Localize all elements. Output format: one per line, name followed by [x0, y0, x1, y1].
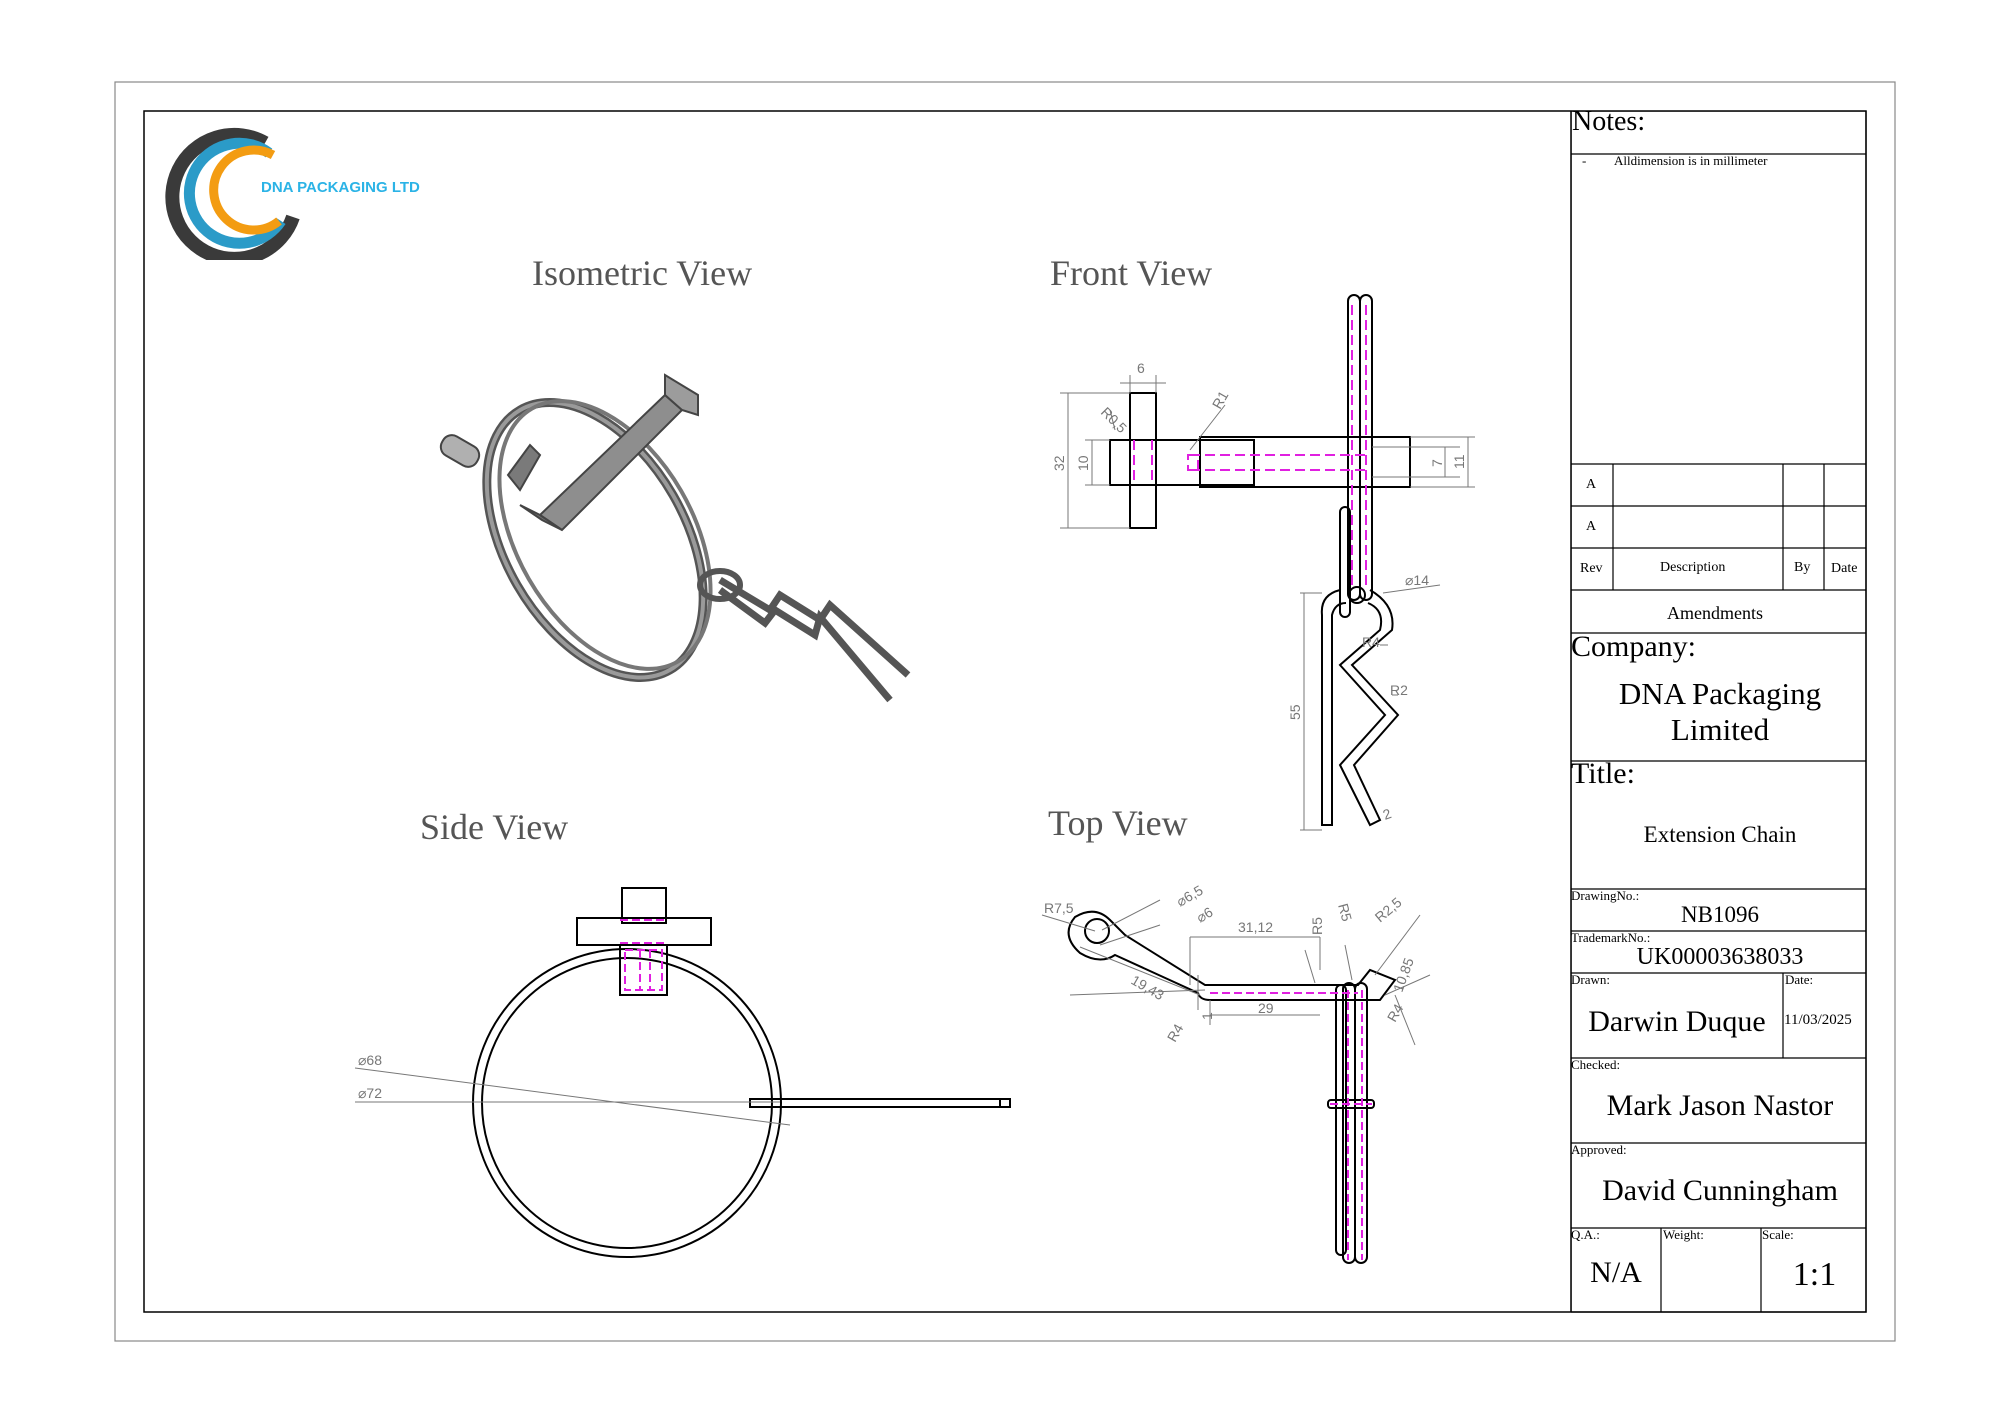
revision-row-1-rev: A	[1586, 477, 1597, 492]
notes-heading: Notes:	[1572, 106, 1646, 137]
date-value: 11/03/2025	[1784, 1012, 1852, 1028]
dim-front-r4: R4	[1362, 634, 1380, 650]
dim-top-1: 1	[1199, 1012, 1215, 1020]
drawing-no-label: DrawingNo.:	[1571, 888, 1640, 903]
company-label: Company:	[1571, 630, 1696, 663]
dim-top-r5b: R5	[1335, 902, 1355, 924]
qa-value: N/A	[1590, 1256, 1642, 1289]
dim-front-7: 7	[1429, 459, 1445, 467]
title-label: Title:	[1571, 757, 1635, 790]
front-view-drawing: 6 R0,5 R1 32 10 7 11 ⌀14 R4 R2 55 2	[1051, 294, 1475, 831]
dim-front-r1: R1	[1209, 388, 1232, 412]
dim-top-r5a: R5	[1309, 917, 1325, 935]
company-name-line1: DNA Packaging	[1618, 676, 1822, 711]
drawing-title: Extension Chain	[1643, 822, 1797, 847]
dim-front-6: 6	[1137, 360, 1145, 376]
title-block-grid	[1571, 111, 1867, 1313]
dim-top-1085: 10,85	[1390, 955, 1417, 994]
approved-label: Approved:	[1571, 1142, 1627, 1157]
trademark-no-value: UK00003638033	[1636, 944, 1804, 970]
top-view-title: Top View	[1048, 803, 1188, 843]
dim-top-r75: R7,5	[1044, 900, 1074, 916]
logo-text: DNA PACKAGING LTD	[261, 179, 420, 196]
revision-header-date: Date	[1831, 561, 1858, 576]
weight-label: Weight:	[1663, 1227, 1704, 1242]
dim-front-2: 2	[1381, 805, 1394, 823]
isometric-view-title: Isometric View	[532, 253, 753, 293]
dim-side-d72: ⌀72	[358, 1085, 382, 1101]
dim-top-29: 29	[1258, 1000, 1274, 1016]
dim-top-d6: ⌀6	[1194, 904, 1216, 926]
dim-front-32: 32	[1051, 455, 1067, 471]
dim-front-d14: ⌀14	[1405, 572, 1429, 588]
dim-top-d65: ⌀6,5	[1174, 882, 1206, 910]
dim-front-55: 55	[1287, 704, 1303, 720]
checked-label: Checked:	[1571, 1057, 1621, 1072]
dim-side-d68: ⌀68	[358, 1052, 382, 1068]
dim-front-r05: R0,5	[1098, 404, 1130, 436]
dim-top-r25: R2,5	[1372, 894, 1405, 925]
amendments-caption: Amendments	[1667, 603, 1763, 623]
notes-item-units: Alldimension is in millimeter	[1614, 153, 1768, 168]
trademark-no-label: TrademarkNo.:	[1571, 930, 1651, 945]
scale-value: 1:1	[1792, 1256, 1837, 1293]
dim-front-10: 10	[1075, 455, 1091, 471]
scale-label: Scale:	[1762, 1227, 1794, 1242]
front-view-title: Front View	[1050, 253, 1213, 293]
dim-top-r4a: R4	[1164, 1021, 1187, 1045]
company-logo	[165, 127, 300, 260]
date-label: Date:	[1785, 972, 1814, 987]
drawn-value: Darwin Duque	[1588, 1005, 1766, 1038]
revision-header-rev: Rev	[1580, 561, 1603, 576]
company-name-line2: Limited	[1670, 712, 1770, 747]
revision-row-2-rev: A	[1586, 519, 1597, 534]
revision-header-description: Description	[1660, 560, 1726, 575]
drawing-no-value: NB1096	[1681, 902, 1759, 927]
approved-value: David Cunningham	[1602, 1174, 1838, 1207]
notes-bullet: -	[1582, 153, 1587, 168]
side-view-drawing: ⌀68 ⌀72	[354, 887, 1011, 1258]
drawn-label: Drawn:	[1571, 972, 1610, 987]
dim-front-11: 11	[1451, 454, 1467, 469]
top-view-drawing: R7,5 ⌀6,5 ⌀6 31,12 R5 R5 R2,5 19,43 10,8…	[1041, 882, 1431, 1264]
dim-front-r2: R2	[1390, 682, 1408, 698]
dim-top-3112: 31,12	[1238, 919, 1273, 935]
qa-label: Q.A.:	[1571, 1227, 1600, 1242]
revision-header-by: By	[1794, 560, 1811, 575]
dim-top-r4b: R4	[1384, 1001, 1407, 1025]
checked-value: Mark Jason Nastor	[1606, 1089, 1834, 1122]
side-view-title: Side View	[420, 807, 569, 847]
isometric-view-drawing	[439, 373, 911, 703]
